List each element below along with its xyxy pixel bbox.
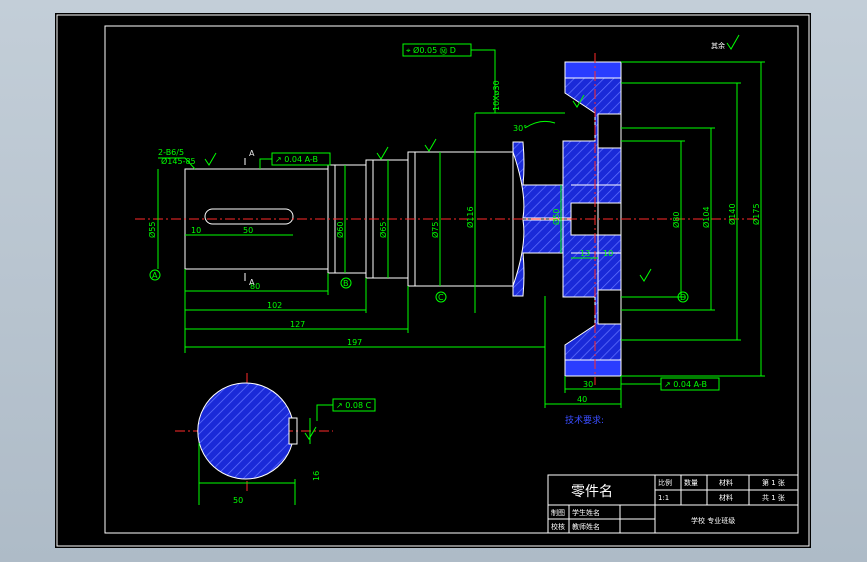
section-circle	[197, 382, 293, 480]
dim-d65: Ø65	[378, 222, 388, 238]
datum-a: A	[149, 269, 161, 281]
dim-102: 102	[267, 301, 282, 310]
svg-text:↗ 0.08 C: ↗ 0.08 C	[336, 401, 372, 410]
tb-ratio: 比例	[658, 478, 672, 487]
dim-d80: Ø80	[671, 212, 681, 228]
spline-label: 2-B6/5	[158, 148, 184, 157]
dim-40: 40	[577, 395, 587, 404]
tb-school: 学校 专业班级	[691, 516, 735, 525]
dim-10b: 10	[603, 249, 613, 258]
svg-text:B: B	[343, 279, 349, 288]
dim-d55: Ø55	[147, 222, 157, 238]
gear-teeth-bottom	[564, 359, 622, 377]
roughness-symbol	[376, 146, 389, 160]
dim-127: 127	[290, 320, 305, 329]
svg-text:D: D	[680, 293, 686, 302]
roughness-symbol	[304, 426, 317, 440]
tb-ratio-val: 1:1	[658, 494, 669, 502]
dim-d60: Ø60	[335, 222, 345, 238]
dim-d75: Ø75	[430, 222, 440, 238]
section-a-bottom: A	[249, 278, 255, 287]
section-keyway	[288, 417, 298, 445]
dim-80: 80	[250, 282, 260, 291]
tb-qty: 数量	[684, 478, 698, 487]
section-a-top: A	[249, 149, 255, 158]
roughness-symbol	[572, 94, 585, 108]
outer-border	[56, 14, 810, 547]
tb-part-name: 零件名	[571, 484, 613, 500]
roughness-symbol	[726, 34, 740, 50]
fit-label: 10Xø30	[492, 80, 501, 111]
dim-sec-50: 50	[233, 496, 243, 505]
dim-d140: Ø140	[727, 203, 737, 225]
dim-d175: Ø175	[751, 203, 761, 225]
svg-text:↗ 0.04 A-B: ↗ 0.04 A-B	[275, 155, 318, 164]
tb-drawn: 制图	[551, 508, 565, 517]
tol-frame-runout-bottom: ↗ 0.04 A-B	[621, 377, 720, 391]
tb-total: 共 1 张	[762, 493, 785, 502]
tb-sheet: 第 1 张	[762, 478, 785, 487]
spline-label-2: Ø145-85	[161, 156, 196, 166]
roughness-symbol	[639, 268, 652, 282]
tb-student: 学生姓名	[572, 508, 600, 517]
tb-material-2: 材料	[719, 493, 733, 502]
datum-d: D	[677, 291, 689, 303]
datum-c: C	[435, 291, 447, 303]
dim-d104: Ø104	[701, 206, 711, 228]
svg-text:A: A	[152, 271, 158, 280]
roughness-note: 其余	[711, 41, 725, 50]
tol-frame-runout-left: ↗ 0.04 A-B	[259, 152, 331, 169]
section-view: 50 16	[197, 382, 321, 505]
dim-d50: Ø50	[551, 209, 561, 225]
roughness-symbol	[204, 152, 217, 166]
dim-197: 197	[347, 338, 362, 347]
gear-teeth-top	[564, 61, 622, 79]
dim-30: 30	[583, 380, 593, 389]
dim-50: 50	[243, 226, 253, 235]
datum-b: B	[340, 277, 352, 289]
svg-text:↗ 0.04 A-B: ↗ 0.04 A-B	[664, 380, 707, 389]
tol-frame-section: ↗ 0.08 C	[316, 398, 376, 421]
dim-angle-30: 30°	[513, 124, 527, 133]
dim-sec-16: 16	[312, 471, 321, 481]
dimensions: 80 102 127 197 10 50 Ø55 Ø60 Ø65 Ø75 Ø11…	[147, 61, 765, 408]
dim-13: 13	[580, 249, 590, 258]
drawing-svg: 其余 80 102 1	[56, 14, 810, 547]
tb-teacher: 教师姓名	[572, 522, 600, 531]
tb-checked: 校核	[551, 522, 565, 531]
svg-text:⌖ Ø0.05 Ⓜ D: ⌖ Ø0.05 Ⓜ D	[406, 45, 456, 55]
hatched-section-bottom	[512, 219, 622, 377]
keyway-slot	[204, 208, 294, 225]
hatched-section-top	[512, 61, 622, 219]
tech-note: 技术要求:	[565, 414, 604, 426]
svg-text:C: C	[438, 293, 444, 302]
drawing-canvas[interactable]: 其余 80 102 1	[55, 13, 811, 548]
dim-d116: Ø116	[465, 206, 475, 228]
tol-frame-top: ⌖ Ø0.05 Ⓜ D	[402, 43, 496, 113]
inner-border	[104, 25, 799, 534]
roughness-symbol	[424, 138, 437, 152]
title-block: 零件名 比例 数量 材料 第 1 张 1:1 材料 共 1 张 制图 学生姓名 …	[547, 474, 799, 534]
tb-material: 材料	[719, 478, 733, 487]
dim-10: 10	[191, 226, 201, 235]
